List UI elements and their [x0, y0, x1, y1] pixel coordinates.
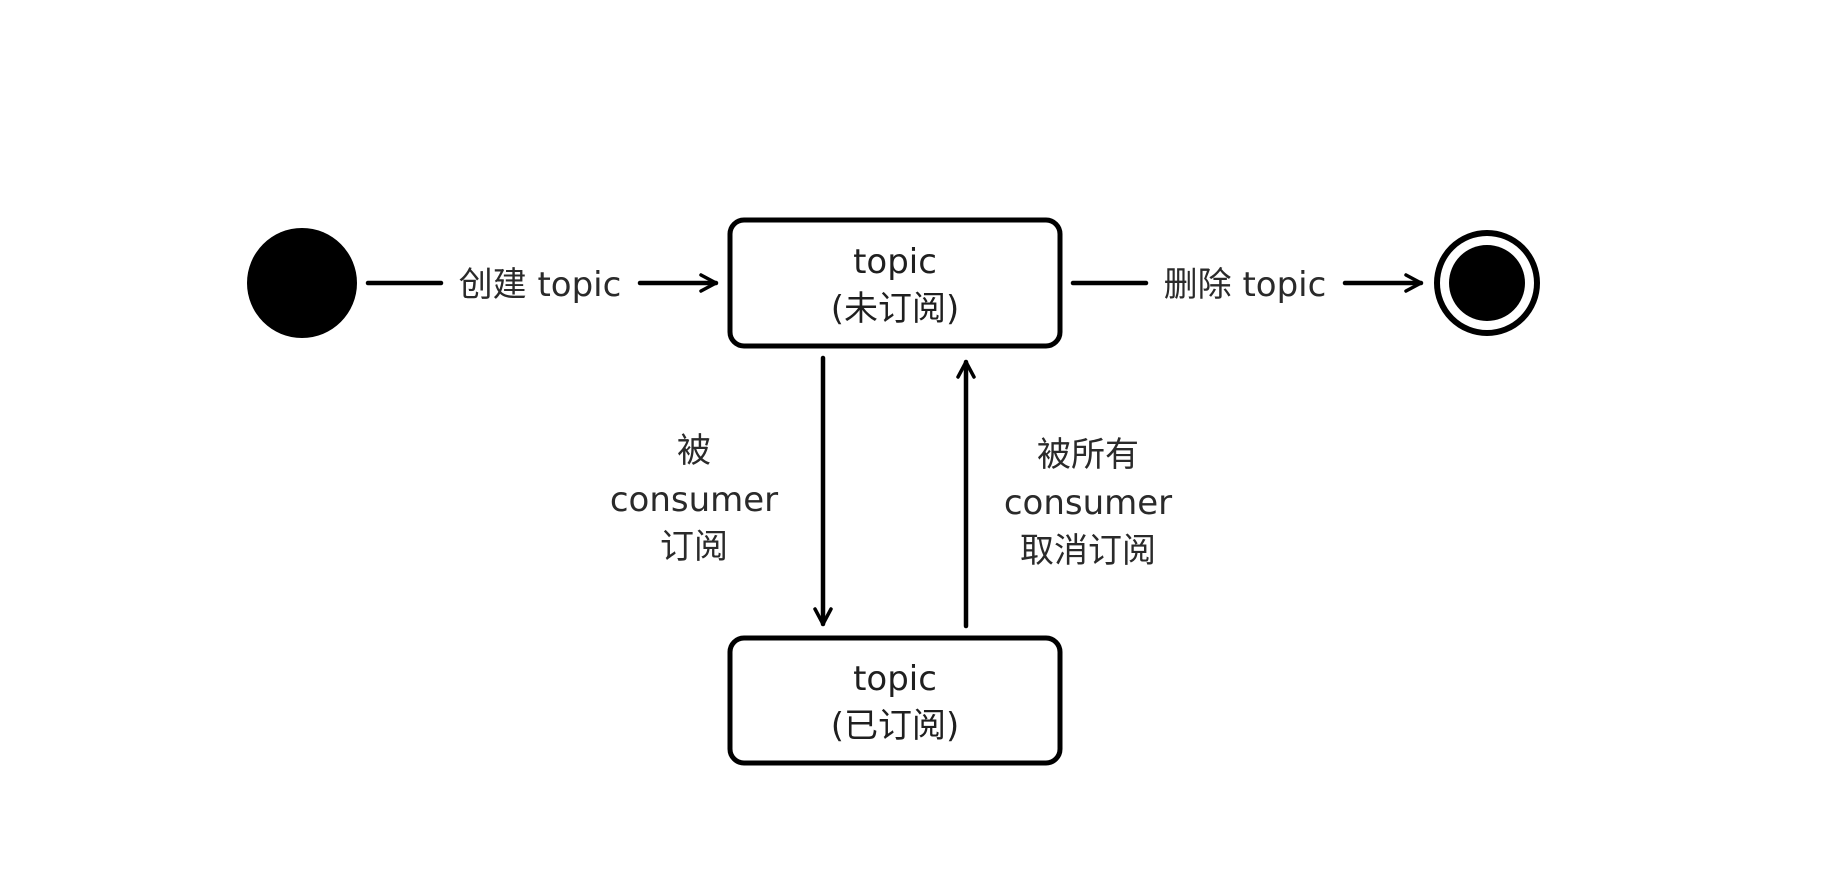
- transition-delete-label: 删除 topic: [1164, 265, 1327, 305]
- state-subscribed-title: topic: [853, 659, 937, 699]
- transition-unsubscribe: 被所有 consumer 取消订阅: [956, 359, 1172, 629]
- transition-delete: 删除 topic: [1070, 265, 1424, 305]
- state-unsubscribed: topic (未订阅): [727, 217, 1063, 349]
- transition-unsubscribe-label-line1: 被所有: [1037, 435, 1139, 475]
- transition-subscribe: 被 consumer 订阅: [610, 355, 833, 627]
- transition-create-label: 创建 topic: [459, 265, 622, 305]
- state-subscribed: topic (已订阅): [727, 635, 1063, 766]
- initial-state-node: [247, 228, 357, 338]
- transition-unsubscribe-label-line3: 取消订阅: [1020, 531, 1156, 571]
- transition-subscribe-label-line1: 被: [677, 431, 711, 471]
- state-unsubscribed-title: topic: [853, 242, 937, 282]
- transition-unsubscribe-label-line2: consumer: [1004, 483, 1172, 523]
- transition-subscribe-label-line3: 订阅: [660, 527, 728, 567]
- state-unsubscribed-subtitle: (未订阅): [831, 289, 960, 329]
- state-subscribed-subtitle: (已订阅): [831, 706, 960, 746]
- final-state-node: [1434, 230, 1540, 336]
- transition-create: 创建 topic: [365, 265, 719, 305]
- transition-subscribe-label-line2: consumer: [610, 480, 778, 520]
